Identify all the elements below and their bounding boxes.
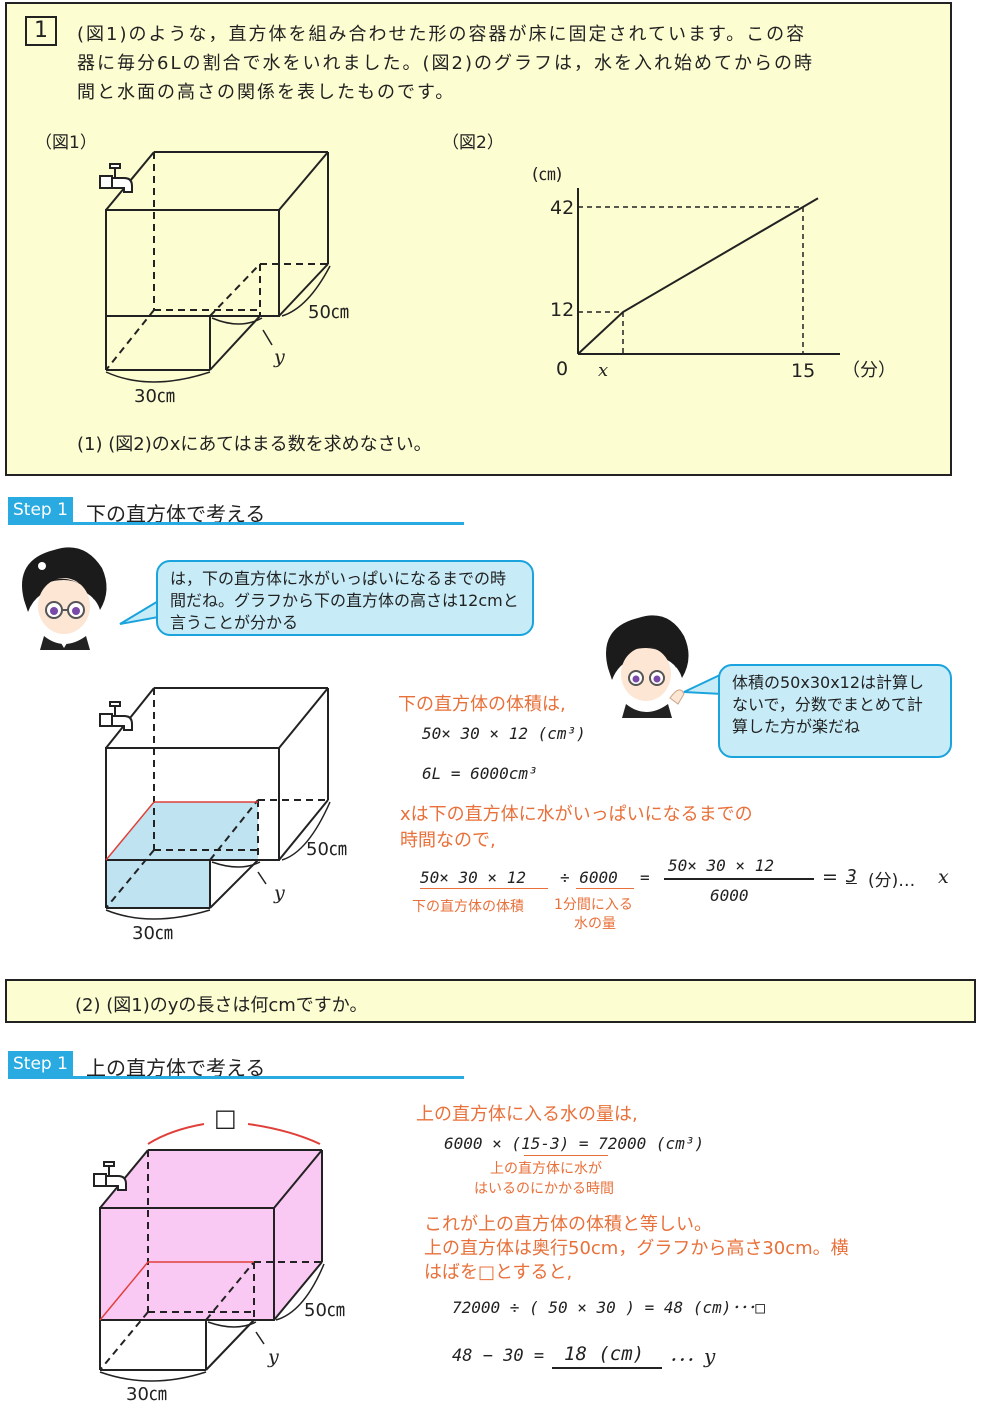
step2-text1: これが上の直方体の体積と等しい。 [424,1214,712,1235]
step1-calc-eq: = [640,868,650,887]
step1-time-line1: xは下の直方体に水がいっぱいになるまでの [400,804,753,825]
fig2-graph [577,188,840,355]
step2-calc3-answer: 18 (cm) [564,1343,645,1365]
step1-underline [8,522,464,525]
step2-dim-y: y [268,1346,279,1368]
faucet-icon [99,163,133,193]
step2-calc3-right: ･･･ [668,1351,694,1371]
underline-calc-left [420,888,548,889]
fig1-container-diagram [99,151,331,383]
step1-time-line2: 時間なので, [400,830,496,851]
note-rate-1: 1分間に入る [554,897,633,913]
step2-underline [8,1076,464,1079]
step1-dim-30: 30㎝ [132,923,173,944]
underline-calc-div [576,888,634,889]
question2-box: (2) (図1)のyの長さは何cmですか。 [5,979,976,1023]
step2-dim-50: 50㎝ [304,1300,345,1321]
step2-dim-30: 30㎝ [126,1384,167,1405]
step2-heading: 上の直方体に入る水の量は, [416,1104,638,1125]
graph-tick-12: 12 [550,299,575,321]
step1-answer: 3 [846,866,857,887]
step1-calc-div: ÷ 6000 [560,868,618,887]
step2-calc3-var: y [704,1344,716,1368]
step2-calc2: 72000 ÷ ( 50 × 30 ) = 48 (cm)･･･□ [452,1298,765,1317]
step1-eq2: = [822,866,838,888]
problem-text-line-2: 器に毎分6Lの割合で水をいれました。(図2)のグラフは，水を入れ始めてからの時 [77,53,814,74]
question-2: (2) (図1)のyの長さは何cmですか。 [75,995,368,1016]
faucet-icon [99,701,133,731]
step1-frac-num: 50× 30 × 12 [668,856,774,875]
faucet-icon [93,1161,127,1191]
step1-frac-den: 6000 [710,886,749,905]
step1-vol-expr: 50× 30 × 12 (cm³) [422,724,586,743]
avatar [606,615,689,718]
step2-box-symbol: □ [214,1104,237,1132]
avatar [22,547,107,650]
problem-box: 1 (図1)のような，直方体を組み合わせた形の容器が床に固定されています。この容… [5,2,952,476]
question-1: (1) (図2)のxにあてはまる数を求めなさい。 [77,434,432,455]
underline-calc1 [524,1155,608,1156]
fig1-label: （図1） [35,133,97,153]
graph-series-line [577,197,819,355]
speech-bubble-1: は，下の直方体に水がいっぱいになるまでの時間だね。グラフから下の直方体の高さは1… [156,560,534,636]
underline-calc3 [552,1367,662,1369]
step2-calc1: 6000 × (15-3) = 72000 (cm³) [444,1134,705,1153]
graph-tick-x: x [598,360,609,381]
step2-container-diagram [93,1123,325,1382]
step2-note1-2: はいるのにかかる時間 [474,1181,614,1197]
step1-dim-50: 50㎝ [306,839,347,860]
step2-note1-1: 上の直方体に水が [490,1161,602,1177]
step1-calc-left: 50× 30 × 12 [420,868,526,887]
speech-bubble-2: 体積の50x30x12は計算しないで，分数でまとめて計算した方が楽だね [718,664,952,758]
fraction-bar [664,878,814,880]
step1-dim-y: y [274,882,285,904]
step2-text2: 上の直方体は奥行50cm，グラフから高さ30cm。横 [424,1238,849,1259]
step1-answer-var: x [938,866,949,888]
fig1-dim-y: y [274,346,285,368]
graph-x-unit: （分） [842,360,896,381]
fig1-dim-30: 30㎝ [134,386,175,407]
step2-badge: Step 1 [8,1051,73,1077]
graph-y-unit: (㎝) [532,165,563,185]
step1-badge: Step 1 [8,497,73,523]
problem-text-line-1: (図1)のような，直方体を組み合わせた形の容器が床に固定されています。この容 [77,24,807,45]
step2-text3: はばを□とすると, [424,1262,573,1283]
fig2-label: （図2） [442,133,504,153]
step1-answer-unit: (分)… [868,871,916,891]
graph-tick-42: 42 [550,197,575,219]
step1-vol-heading: 下の直方体の体積は, [398,694,566,715]
note-volume: 下の直方体の体積 [412,899,524,915]
problem-number: 1 [25,16,57,46]
note-rate-2: 水の量 [574,916,616,932]
step2-calc3-left: 48 − 30 = [452,1346,545,1366]
problem-text-line-3: 間と水面の高さの関係を表したものです。 [77,82,456,103]
fig1-dim-50: 50㎝ [308,302,349,323]
graph-origin: 0 [556,358,569,380]
step1-container-diagram [99,687,331,920]
graph-tick-15: 15 [791,360,816,382]
step1-liters: 6L = 6000cm³ [422,764,538,783]
